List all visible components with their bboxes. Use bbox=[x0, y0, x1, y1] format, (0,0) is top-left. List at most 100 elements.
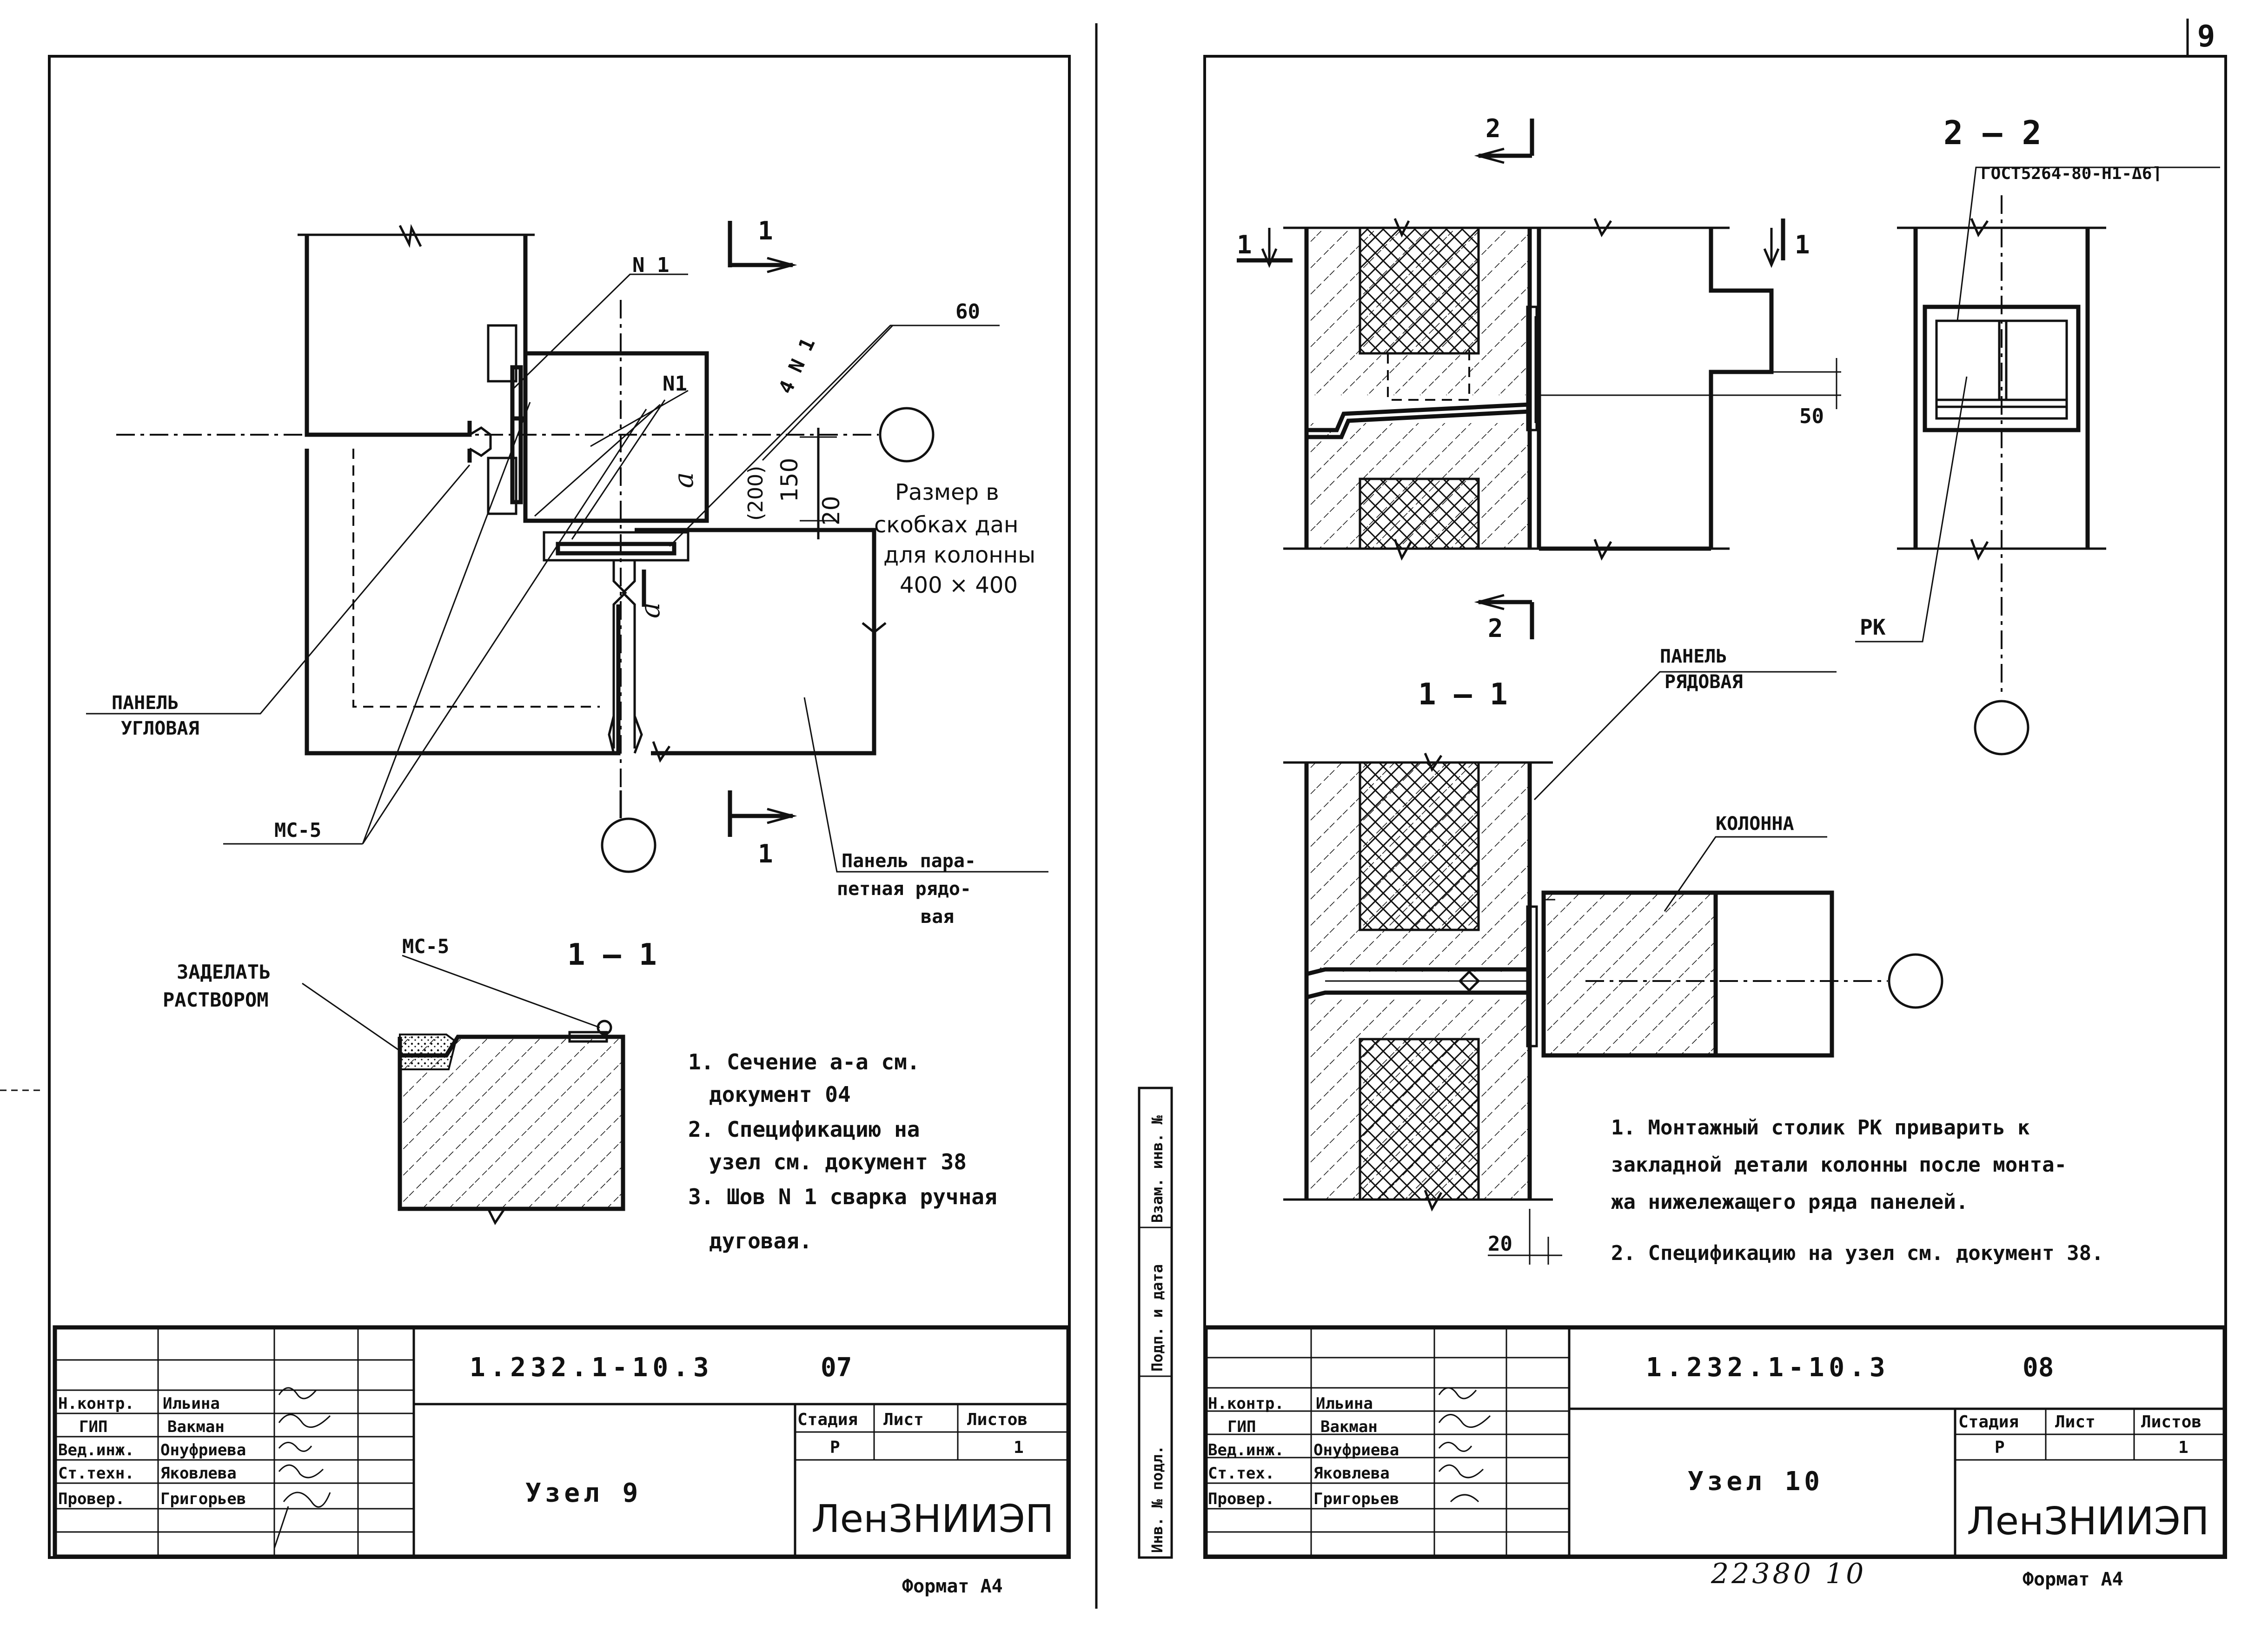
page-number: 9 bbox=[2197, 20, 2215, 54]
right-section-1-1 bbox=[1283, 671, 1943, 1265]
column-section bbox=[523, 351, 709, 523]
left-name-2: Вакман bbox=[167, 1418, 225, 1436]
right-signatures bbox=[1438, 1387, 1491, 1503]
marker-2-bottom: 2 bbox=[1488, 614, 1503, 643]
dim-200: (200) bbox=[744, 466, 768, 521]
weld-label-1a: N 1 bbox=[632, 253, 669, 277]
panel-parapet-l1: Панель пара- bbox=[842, 850, 976, 872]
fill-label-l2: РАСТВОРОМ bbox=[163, 988, 269, 1011]
left-name-3: Онуфриева bbox=[160, 1441, 246, 1459]
right-name-2: Вакман bbox=[1320, 1418, 1378, 1436]
dim-20-right: 20 bbox=[1488, 1232, 1512, 1256]
left-stage: Р bbox=[830, 1438, 840, 1457]
weld-label-1b: N1 bbox=[663, 372, 687, 396]
right-sheets: 1 bbox=[2178, 1438, 2188, 1457]
right-node-title: Узел 10 bbox=[1688, 1466, 1824, 1497]
right-hdr-sheet: Лист bbox=[2055, 1412, 2096, 1432]
size-note-l4: 400 × 400 bbox=[900, 572, 1018, 598]
panel-corner-l1: ПАНЕЛЬ bbox=[112, 692, 179, 714]
left-role-4: Ст.техн. bbox=[58, 1464, 134, 1483]
right-note-4: 2. Спецификацию на узел см. документ 38. bbox=[1611, 1241, 2104, 1265]
left-signatures bbox=[273, 1387, 331, 1549]
right-note-1: 1. Монтажный столик РК приварить к bbox=[1611, 1116, 2030, 1140]
right-section-1-1-title: 1 — 1 bbox=[1418, 677, 1508, 712]
size-note-l3: для колонны bbox=[883, 542, 1035, 568]
marker-a-bottom: a bbox=[634, 602, 666, 618]
marker-2-top: 2 bbox=[1485, 114, 1501, 143]
right-stage: Р bbox=[1995, 1438, 2005, 1457]
mc5-label: МС-5 bbox=[274, 819, 321, 842]
dim-150: 150 bbox=[776, 458, 803, 502]
left-org: ЛенЗНИИЭП bbox=[811, 1497, 1054, 1541]
left-sheets: 1 bbox=[1014, 1438, 1024, 1457]
column-label: КОЛОННА bbox=[1716, 813, 1794, 835]
left-node-title: Узел 9 bbox=[525, 1478, 642, 1508]
right-elevation bbox=[1237, 119, 1841, 639]
right-hdr-stage: Стадия bbox=[1958, 1412, 2019, 1432]
panel-parapet-l3: вая bbox=[921, 906, 954, 928]
left-role-1: Н.контр. bbox=[58, 1394, 134, 1413]
panel-row-l2: РЯДОВАЯ bbox=[1665, 671, 1743, 693]
marker-1-right: 1 bbox=[1795, 230, 1810, 259]
left-note-6: дуговая. bbox=[709, 1228, 812, 1253]
right-note-3: жа нижележащего ряда панелей. bbox=[1611, 1190, 1968, 1214]
side-stamp-3: Взам. инв. № bbox=[1148, 1115, 1166, 1223]
right-name-3: Онуфриева bbox=[1313, 1441, 1399, 1459]
right-doc-num: 08 bbox=[2023, 1353, 2054, 1383]
dim-60: 60 bbox=[955, 300, 980, 324]
left-format: Формат А4 bbox=[902, 1576, 1003, 1597]
section-2-2 bbox=[1855, 166, 2220, 756]
right-role-1: Н.контр. bbox=[1208, 1394, 1284, 1413]
weld-count-label: 4 N 1 bbox=[774, 334, 820, 397]
left-title-block bbox=[53, 1325, 1071, 1559]
left-plan-drawing bbox=[86, 221, 1048, 873]
right-hdr-sheets: Листов bbox=[2141, 1412, 2202, 1432]
left-name-5: Григорьев bbox=[160, 1490, 246, 1508]
marker-1-bottom: 1 bbox=[758, 839, 773, 869]
right-format: Формат А4 bbox=[2023, 1569, 2123, 1590]
right-name-5: Григорьев bbox=[1313, 1490, 1399, 1508]
left-role-2: ГИП bbox=[79, 1418, 107, 1436]
left-hdr-sheet: Лист bbox=[883, 1410, 924, 1429]
left-doc-code: 1.232.1-10.3 bbox=[470, 1353, 714, 1383]
left-note-3: 2. Спецификацию на bbox=[688, 1117, 920, 1142]
right-note-2: закладной детали колонны после монта- bbox=[1611, 1153, 2067, 1177]
right-role-2: ГИП bbox=[1227, 1418, 1256, 1436]
right-name-4: Яковлева bbox=[1313, 1464, 1390, 1483]
marker-1-left: 1 bbox=[1237, 230, 1252, 259]
section-2-2-title: 2 — 2 bbox=[1943, 114, 2042, 152]
left-note-2: документ 04 bbox=[709, 1082, 851, 1107]
right-org: ЛенЗНИИЭП bbox=[1967, 1499, 2209, 1544]
left-role-3: Вед.инж. bbox=[58, 1441, 134, 1459]
right-doc-code: 1.232.1-10.3 bbox=[1646, 1353, 1890, 1383]
marker-a-top: a bbox=[668, 472, 699, 488]
panel-parapet-l2: петная рядо- bbox=[837, 878, 971, 900]
panel-row-l1: ПАНЕЛЬ bbox=[1660, 646, 1727, 667]
axis-bubble-bottom bbox=[601, 817, 657, 873]
marker-1-top: 1 bbox=[758, 216, 773, 245]
side-stamp bbox=[1138, 1087, 1173, 1559]
left-doc-num: 07 bbox=[821, 1353, 852, 1383]
dim-50: 50 bbox=[1799, 404, 1824, 428]
panel-corner-l2: УГЛОВАЯ bbox=[121, 718, 199, 739]
left-hdr-stage: Стадия bbox=[797, 1410, 858, 1429]
side-stamp-1: Инв. № подл. bbox=[1148, 1445, 1166, 1553]
left-section-1-1 bbox=[302, 955, 625, 1225]
right-name-1: Ильина bbox=[1316, 1394, 1373, 1413]
left-note-4: узел см. документ 38 bbox=[709, 1149, 967, 1174]
dim-20: 20 bbox=[818, 496, 845, 525]
side-stamp-2: Подп. и дата bbox=[1148, 1264, 1166, 1372]
left-name-1: Ильина bbox=[163, 1394, 220, 1413]
rk-label: РК bbox=[1860, 615, 1886, 640]
left-note-1: 1. Сечение а-а см. bbox=[688, 1049, 920, 1074]
right-role-5: Провер. bbox=[1208, 1490, 1274, 1508]
left-name-4: Яковлева bbox=[160, 1464, 237, 1483]
right-role-4: Ст.тех. bbox=[1208, 1464, 1274, 1483]
left-hdr-sheets: Листов bbox=[967, 1410, 1028, 1429]
mc5-section-label: МС-5 bbox=[402, 935, 449, 958]
left-note-5: 3. Шов N 1 сварка ручная bbox=[688, 1184, 997, 1209]
right-role-3: Вед.инж. bbox=[1208, 1441, 1284, 1459]
size-note-l2: скобках дан bbox=[874, 512, 1018, 538]
left-role-5: Провер. bbox=[58, 1490, 125, 1508]
